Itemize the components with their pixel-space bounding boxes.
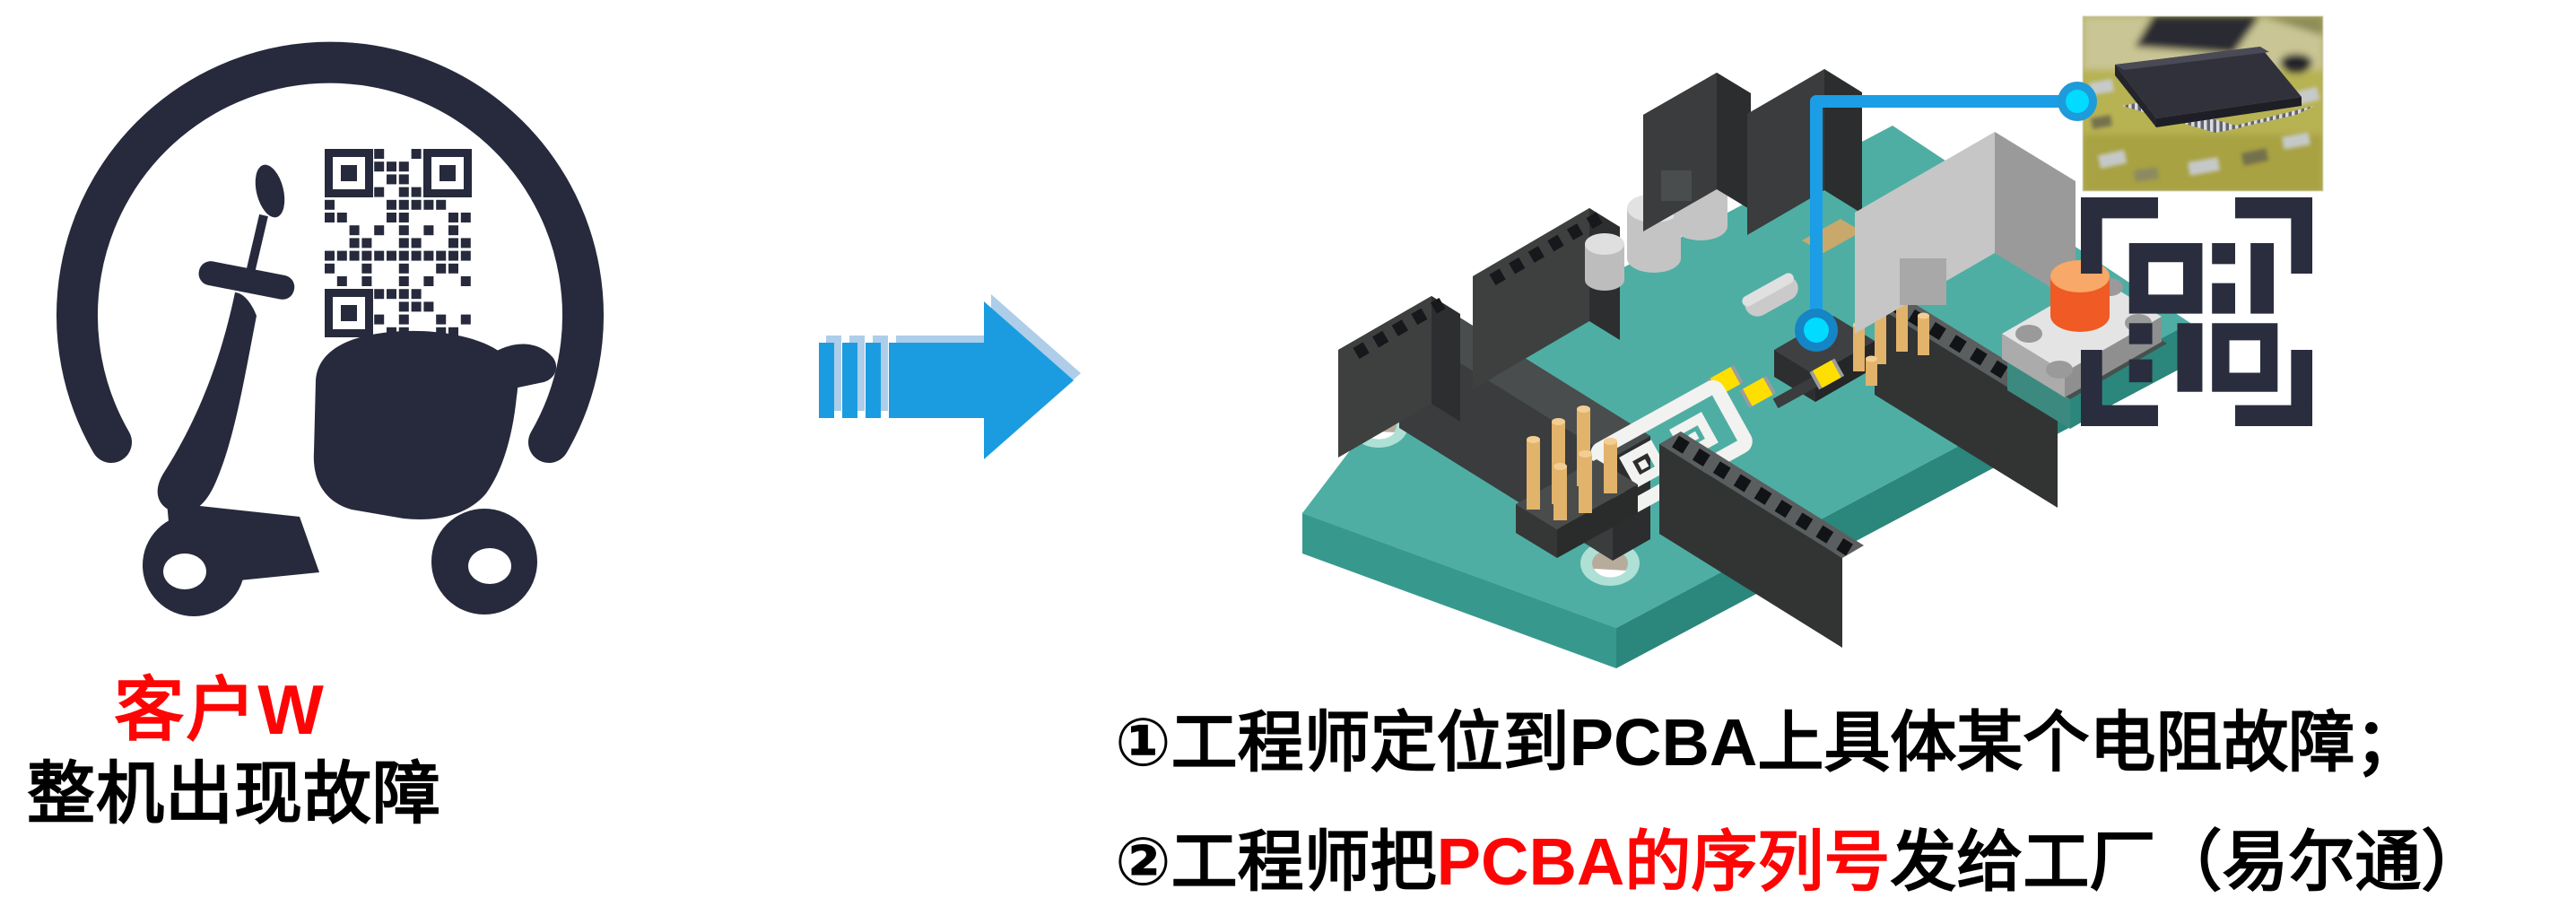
power-connector xyxy=(1643,73,1751,231)
scooter-qr-code xyxy=(325,149,472,337)
callout-dot-board xyxy=(1795,309,1838,352)
ic-chip-closeup-photo xyxy=(2082,15,2324,192)
crystal-oscillator xyxy=(1742,273,1798,317)
pin-header xyxy=(1338,296,1460,458)
callout-dot-photo xyxy=(2058,82,2097,121)
socket-header-row xyxy=(1659,431,1864,648)
right-caption: ①工程师定位到PCBA上具体某个电阻故障； ②工程师把PCBA的序列号发给工厂（… xyxy=(1115,689,2487,904)
yellow-led-cluster xyxy=(1707,358,1845,409)
pcba-board-isometric xyxy=(1302,69,2190,668)
left-caption: 客户W 整机出现故障 xyxy=(27,670,441,832)
qr-scan-frame-icon xyxy=(2081,197,2312,426)
step2-highlight: PCBA的序列号 xyxy=(1436,824,1891,899)
customer-label: 客户W xyxy=(114,670,326,749)
icsp-gold-pins xyxy=(1516,405,1638,558)
callout-line xyxy=(1795,82,2097,352)
scooter-mirror xyxy=(255,164,285,218)
usb-connector-silver xyxy=(1855,132,2076,334)
scooter-front-shield xyxy=(157,292,257,513)
dome-arc xyxy=(57,41,604,463)
right-arrow-icon xyxy=(819,294,1081,459)
step1-text: ①工程师定位到PCBA上具体某个电阻故障； xyxy=(1115,705,2422,780)
step2-text: ②工程师把PCBA的序列号发给工厂（易尔通） xyxy=(1115,808,2487,904)
scooter-body xyxy=(313,330,518,519)
scooter-handlebar xyxy=(198,261,295,300)
step2-suffix: 发给工厂（易尔通） xyxy=(1890,824,2488,899)
step2-prefix: ②工程师把 xyxy=(1115,824,1437,899)
scooter-tail xyxy=(495,344,557,389)
qfp-chip xyxy=(2115,47,2314,133)
board-side-left xyxy=(1302,513,1616,668)
button-cap xyxy=(2050,260,2110,332)
scooter-qr-dome-icon xyxy=(57,41,604,616)
fault-label: 整机出现故障 xyxy=(27,756,441,832)
